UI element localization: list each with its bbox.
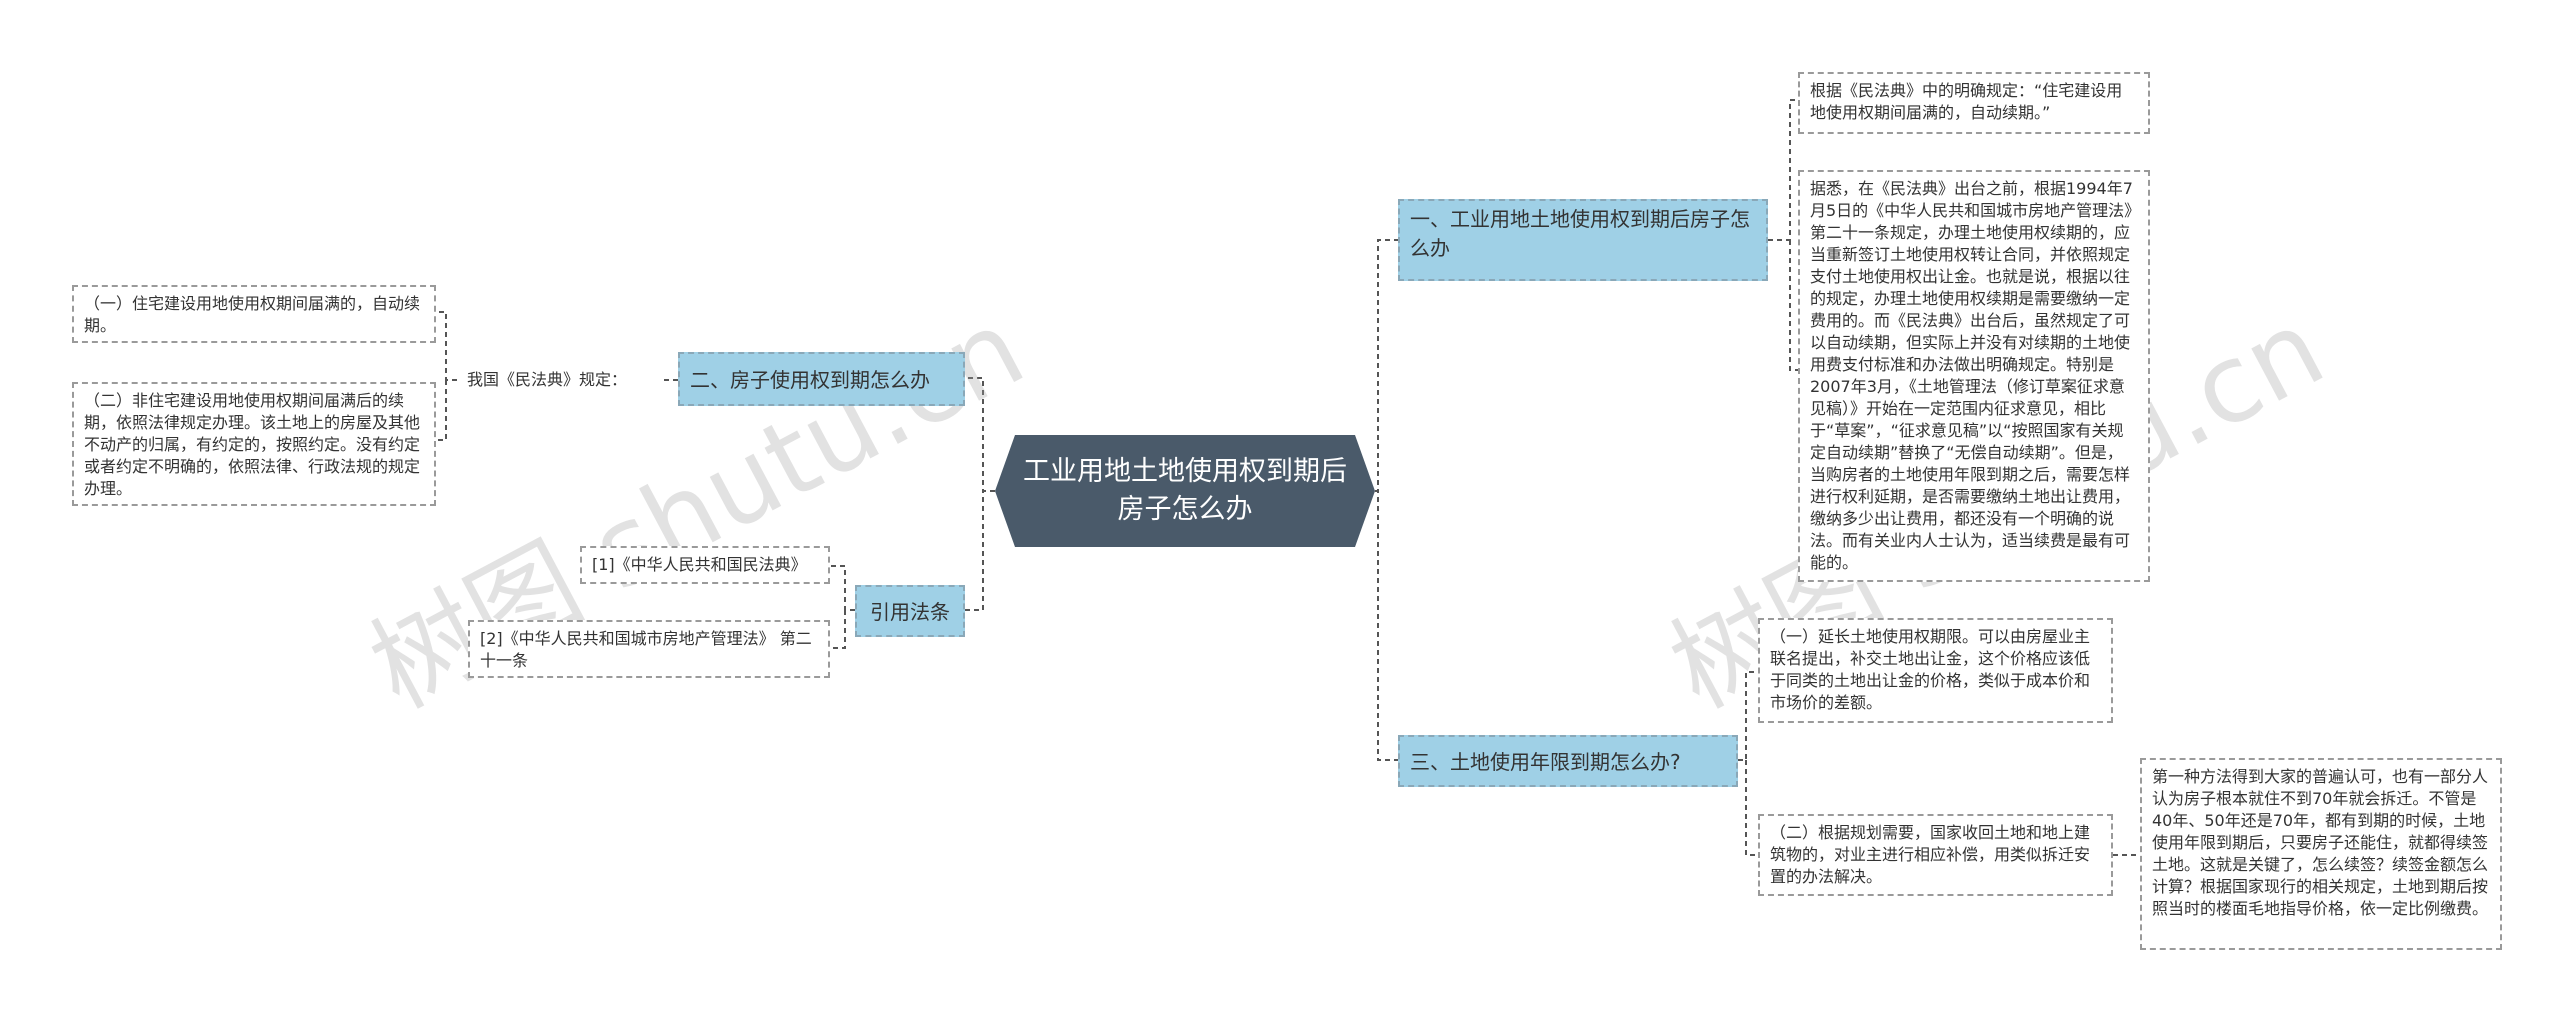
leaf-text: 根据《民法典》中的明确规定：“住宅建设用地使用权期间届满的，自动续期。” [1810, 81, 2123, 122]
leaf-non-residential-renewal[interactable]: （二）非住宅建设用地使用权期间届满后的续期，依照法律规定办理。该土地上的房屋及其… [72, 382, 436, 506]
leaf-residential-renewal[interactable]: （一）住宅建设用地使用权期间届满的，自动续期。 [72, 285, 436, 343]
branch-land-term-expiry[interactable]: 三、土地使用年限到期怎么办? [1398, 735, 1738, 787]
leaf-text: 我国《民法典》规定： [467, 370, 628, 389]
leaf-text: （二）根据规划需要，国家收回土地和地上建筑物的，对业主进行相应补偿，用类似拆迁安… [1770, 823, 2091, 886]
link-root-b3 [1375, 490, 1398, 761]
link-root-b2 [965, 377, 995, 492]
leaf-law-civil-code[interactable]: [1]《中华人民共和国民法典》 [580, 546, 830, 584]
leaf-renewal-background[interactable]: 据悉，在《民法典》出台之前，根据1994年7月5日的《中华人民共和国城市房地产管… [1798, 170, 2150, 582]
root-topic[interactable]: 工业用地土地使用权到期后房子怎么办 [995, 435, 1375, 547]
leaf-text: 据悉，在《民法典》出台之前，根据1994年7月5日的《中华人民共和国城市房地产管… [1810, 179, 2133, 572]
link-intermediate-leaves [436, 311, 457, 441]
leaf-renewal-payment[interactable]: 第一种方法得到大家的普遍认可，也有一部分人认为房子根本就住不到70年就会拆迁。不… [2140, 758, 2502, 950]
branch-cited-laws[interactable]: 引用法条 [855, 585, 965, 637]
root-topic-label: 工业用地土地使用权到期后房子怎么办 [1023, 456, 1347, 525]
leaf-law-real-estate[interactable]: [2]《中华人民共和国城市房地产管理法》 第二十一条 [468, 620, 830, 678]
branch-label: 引用法条 [870, 600, 950, 624]
branch-house-right-expiry[interactable]: 二、房子使用权到期怎么办 [678, 352, 965, 406]
leaf-civil-code-rule[interactable]: 我国《民法典》规定： [457, 365, 663, 397]
leaf-text: （一）延长土地使用权期限。可以由房屋业主联名提出，补交土地出让金，这个价格应该低… [1770, 627, 2091, 712]
branch-land-right-expiry[interactable]: 一、工业用地土地使用权到期后房子怎么办 [1398, 199, 1768, 281]
link-b1-leaves [1768, 99, 1798, 371]
branch-label: 三、土地使用年限到期怎么办? [1410, 750, 1681, 774]
leaf-text: [2]《中华人民共和国城市房地产管理法》 第二十一条 [480, 629, 812, 670]
leaf-text: 第一种方法得到大家的普遍认可，也有一部分人认为房子根本就住不到70年就会拆迁。不… [2152, 767, 2489, 918]
leaf-civil-code-provision[interactable]: 根据《民法典》中的明确规定：“住宅建设用地使用权期间届满的，自动续期。” [1798, 72, 2150, 134]
branch-label: 一、工业用地土地使用权到期后房子怎么办 [1410, 207, 1750, 260]
link-b4-leaves [830, 565, 855, 649]
leaf-state-recovery[interactable]: （二）根据规划需要，国家收回土地和地上建筑物的，对业主进行相应补偿，用类似拆迁安… [1758, 814, 2113, 896]
branch-label: 二、房子使用权到期怎么办 [690, 368, 930, 392]
link-root-b1 [1375, 239, 1398, 492]
leaf-text: （一）住宅建设用地使用权期间届满的，自动续期。 [84, 294, 421, 335]
leaf-extend-term[interactable]: （一）延长土地使用权期限。可以由房屋业主联名提出，补交土地出让金，这个价格应该低… [1758, 618, 2113, 723]
link-b3-leaves [1738, 671, 1758, 856]
leaf-text: [1]《中华人民共和国民法典》 [592, 555, 807, 574]
link-root-b4 [965, 490, 995, 611]
leaf-text: （二）非住宅建设用地使用权期间届满后的续期，依照法律规定办理。该土地上的房屋及其… [84, 391, 421, 498]
